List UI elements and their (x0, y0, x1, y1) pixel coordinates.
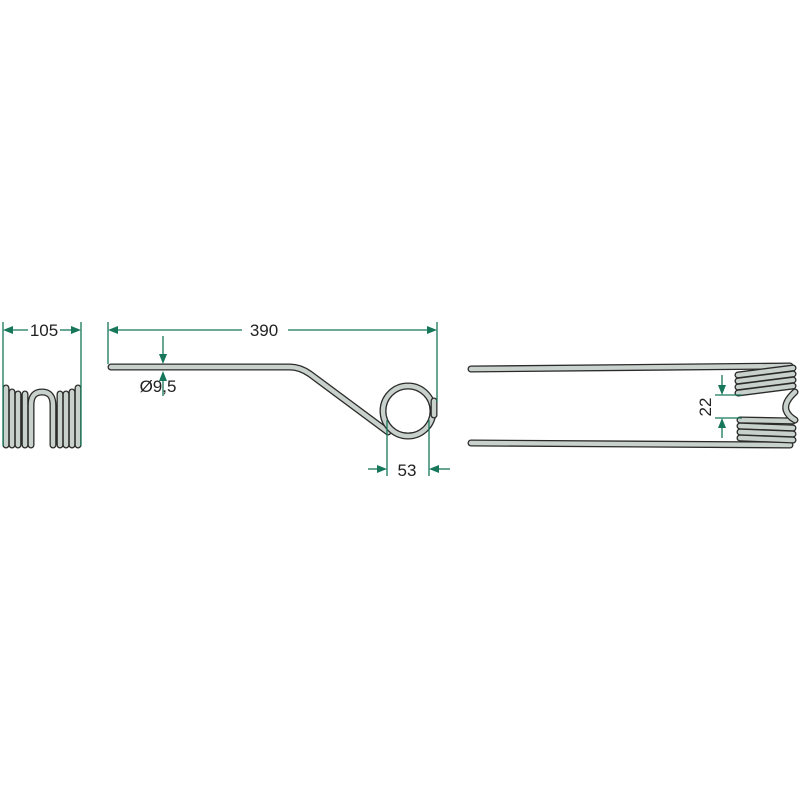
upper-coils (734, 364, 797, 397)
dimension-total-length: 390 (107, 321, 438, 402)
total-length-label: 390 (250, 321, 278, 340)
dimension-wire-diameter: Ø9,5 (140, 336, 177, 396)
coil-width-label: 105 (30, 321, 58, 340)
front-view-coils (2, 384, 82, 449)
dimension-coil-width: 105 (2, 321, 82, 446)
coil-gap-label: 22 (696, 398, 715, 417)
dimension-coil-gap: 22 (696, 375, 742, 438)
wire-diameter-label: Ø9,5 (140, 377, 177, 396)
side-view-tine (107, 363, 438, 440)
coil-diameter-label: 53 (398, 461, 417, 480)
top-view-tine (467, 362, 799, 449)
lower-coils (736, 416, 797, 444)
dimension-coil-diameter: 53 (368, 420, 450, 480)
